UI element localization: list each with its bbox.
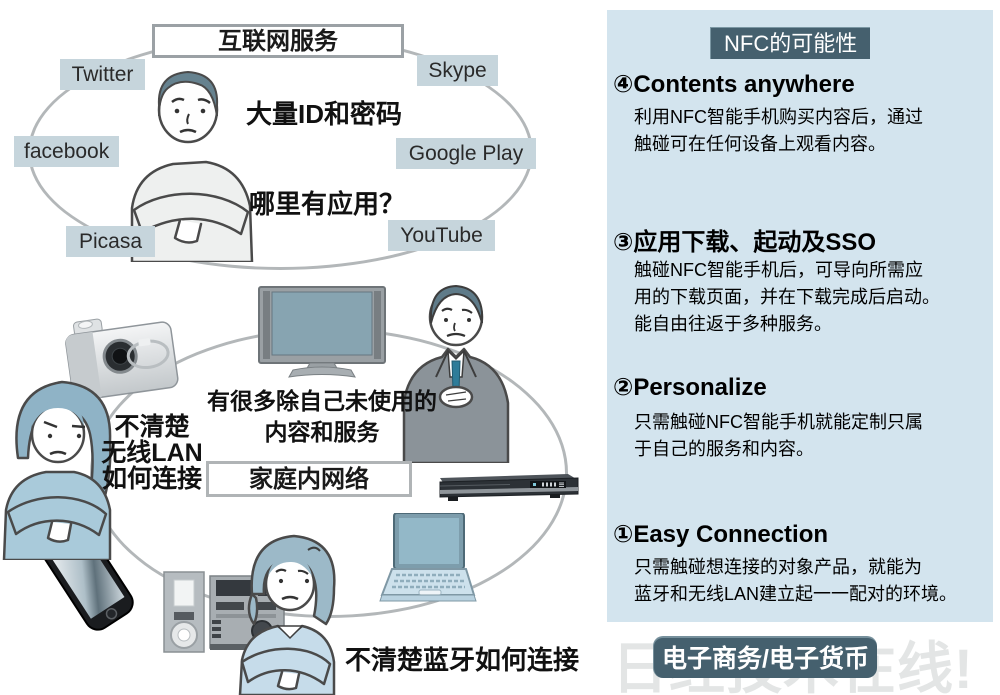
nfc-item-2-line2: 于自己的服务和内容。: [634, 439, 814, 459]
service-tag-youtube: YouTube: [388, 220, 495, 251]
nfc-item-3-heading: ③应用下载、起动及SSO: [613, 229, 877, 256]
nfc-item-1-line1: 只需触碰想连接的对象产品，就能为: [634, 557, 922, 577]
complaint-bluetooth-text: 不清楚蓝牙如何连接: [345, 645, 580, 675]
complaint-wlan-line1: 不清楚: [114, 413, 190, 441]
laptop-icon: [379, 513, 477, 602]
complaint-unused-content-text: 有很多除自己未使用的 内容和服务: [196, 386, 448, 448]
service-tag-facebook: facebook: [14, 136, 119, 167]
service-tag-twitter: Twitter: [60, 59, 145, 90]
nfc-item-3-line3: 能自由往返于多种服务。: [634, 314, 832, 334]
complaint-unused-line2: 内容和服务: [264, 419, 380, 445]
ecommerce-badge: 电子商务/电子货币: [653, 636, 877, 678]
complaint-where-apps-text: 哪里有应用？: [249, 189, 406, 219]
home-network-box: 家庭内网络: [206, 461, 412, 497]
confused-woman-bluetooth-illustration: [238, 534, 336, 695]
dvd-player-icon: [439, 474, 579, 501]
nfc-item-1-description: 只需触碰想连接的对象产品，就能为 蓝牙和无线LAN建立起一一配对的环境。: [634, 554, 957, 608]
nfc-item-3-line1: 触碰NFC智能手机后，可导向所需应: [634, 260, 923, 280]
nfc-panel-title: NFC的可能性: [710, 27, 871, 59]
camera-icon: [65, 318, 179, 401]
service-tag-google-play: Google Play: [396, 138, 536, 169]
nfc-item-2-line1: 只需触碰NFC智能手机就能定制只属: [634, 412, 923, 432]
service-tag-picasa: Picasa: [66, 226, 155, 257]
nfc-item-1-line2: 蓝牙和无线LAN建立起一一配对的环境。: [634, 584, 958, 604]
internet-services-box: 互联网服务: [152, 24, 404, 58]
confused-woman-wlan-illustration: [2, 380, 112, 560]
nfc-possibilities-panel: NFC的可能性 ④Contents anywhere 利用NFC智能手机购买内容…: [607, 10, 993, 622]
nfc-item-2-heading: ②Personalize: [613, 374, 767, 401]
confused-man-illustration: [130, 70, 254, 262]
nfc-item-2-description: 只需触碰NFC智能手机就能定制只属 于自己的服务和内容。: [634, 409, 923, 463]
nfc-item-4-line1: 利用NFC智能手机购买内容后，通过: [634, 107, 923, 127]
nfc-item-4-heading: ④Contents anywhere: [613, 71, 855, 98]
complaint-wlan-text: 不清楚 无线LAN 如何连接: [96, 414, 208, 492]
complaint-wlan-line2: 无线LAN: [101, 439, 203, 467]
businessman-illustration: [402, 284, 510, 463]
complaint-wlan-line3: 如何连接: [101, 465, 202, 493]
complaint-many-ids-text: 大量ID和密码: [246, 99, 403, 129]
nfc-item-3-line2: 用的下载页面，并在下载完成后启动。: [634, 287, 940, 307]
service-tag-skype: Skype: [417, 55, 498, 86]
nfc-item-1-heading: ①Easy Connection: [613, 521, 829, 548]
tv-icon: [258, 286, 386, 378]
nfc-item-4-description: 利用NFC智能手机购买内容后，通过 触碰可在任何设备上观看内容。: [634, 104, 923, 158]
nfc-item-3-description: 触碰NFC智能手机后，可导向所需应 用的下载页面，并在下载完成后启动。 能自由往…: [634, 257, 940, 338]
nfc-item-4-line2: 触碰可在任何设备上观看内容。: [634, 134, 886, 154]
complaint-unused-line1: 有很多除自己未使用的: [207, 388, 437, 414]
